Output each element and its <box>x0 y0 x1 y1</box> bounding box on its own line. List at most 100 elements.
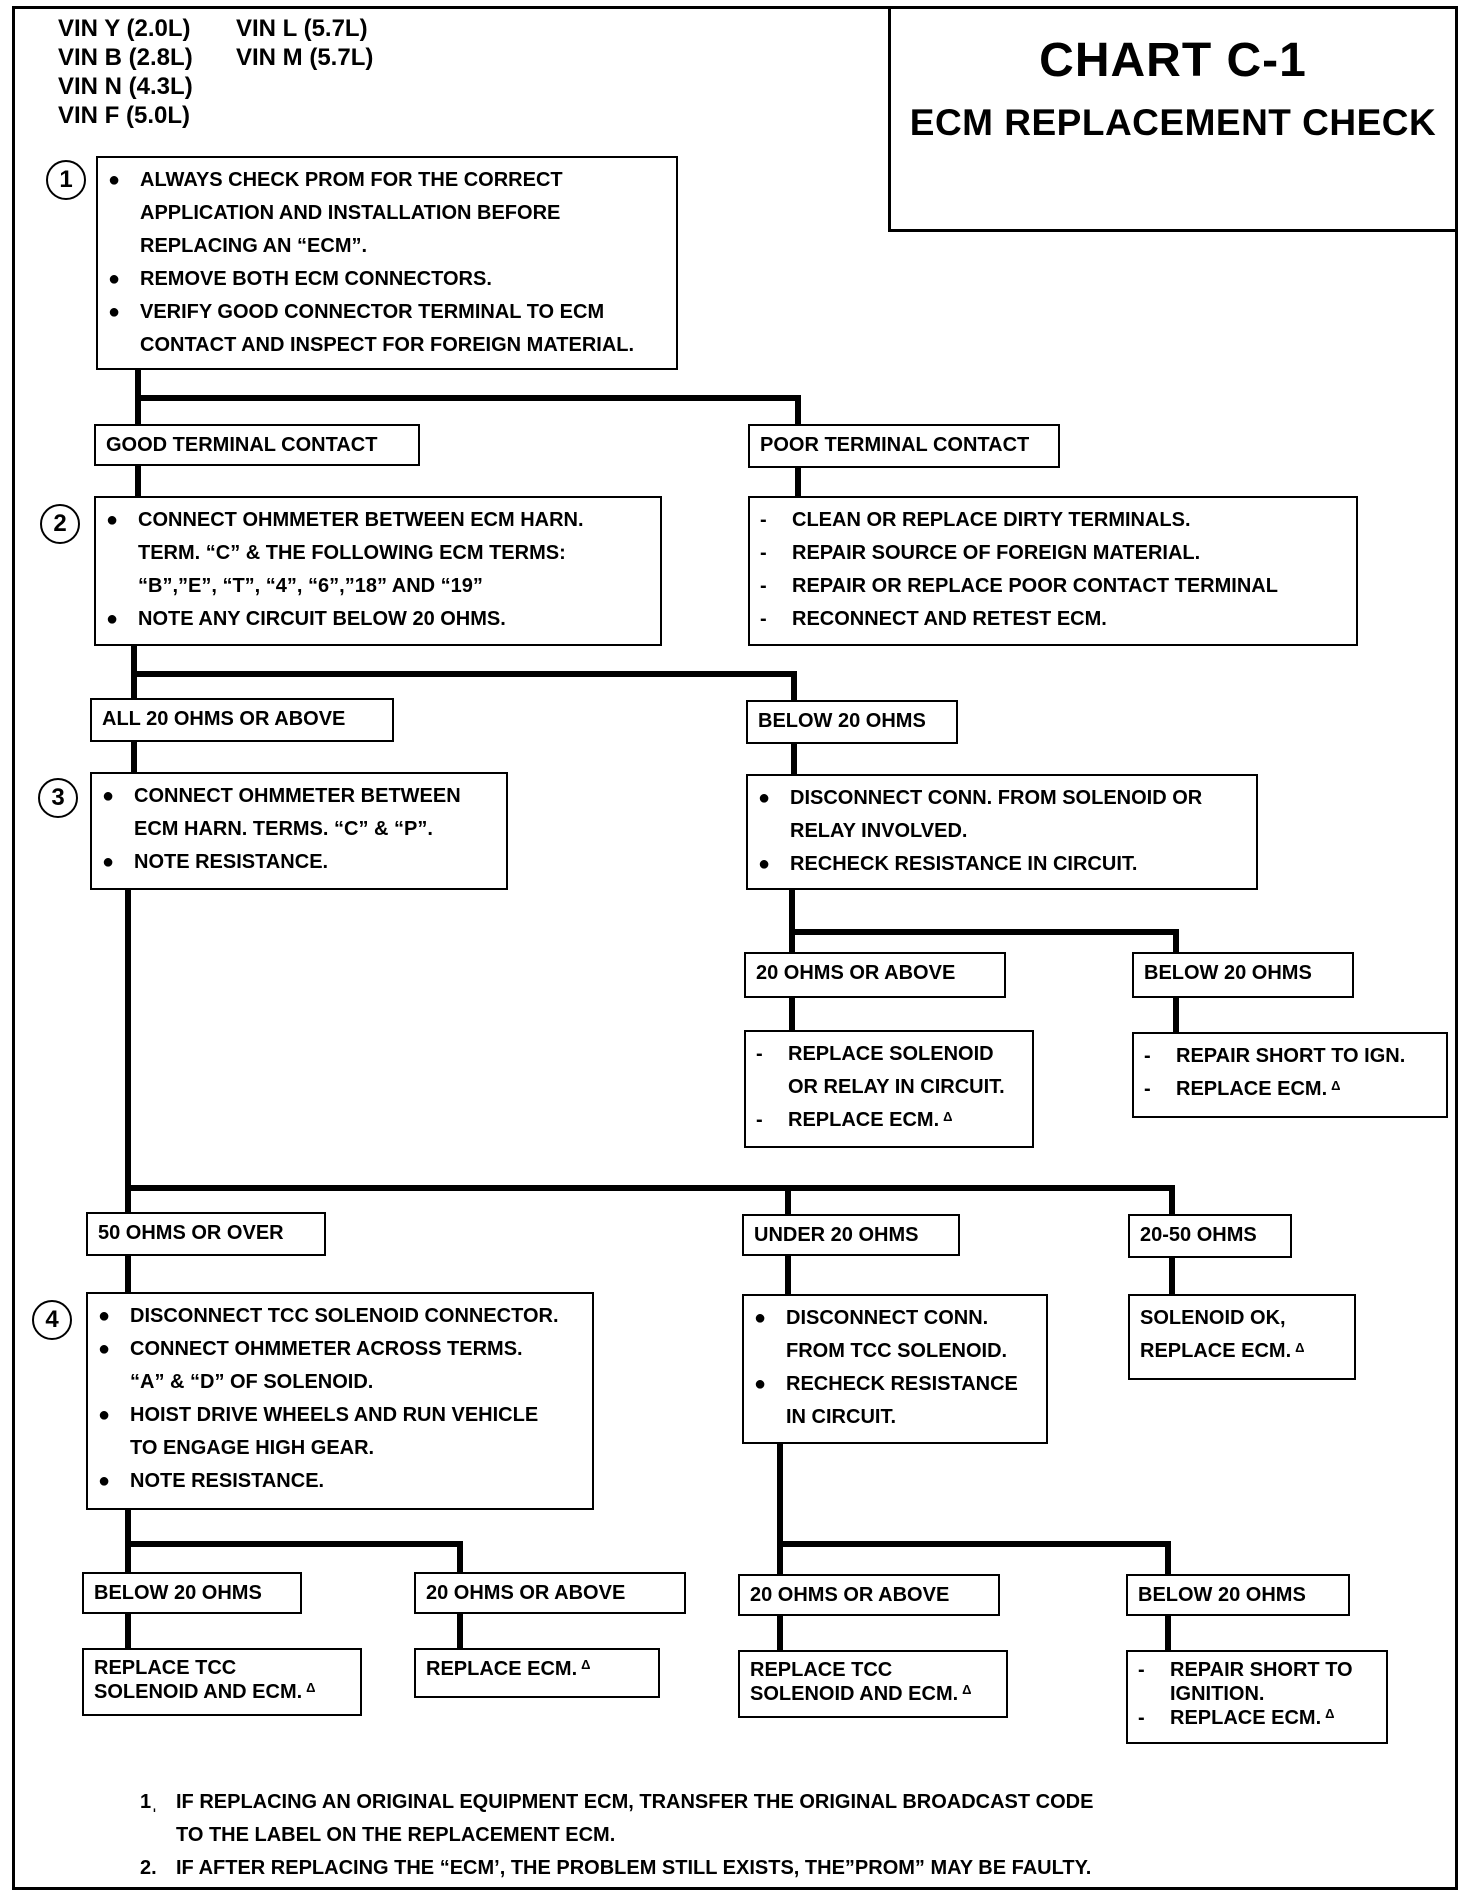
step-marker-4: 4 <box>32 1300 72 1340</box>
relay-item: ●RECHECK RESISTANCE IN CIRCUIT. <box>758 848 1246 881</box>
action-item: -REPLACE ECM.Δ <box>756 1104 1022 1137</box>
step1-instructions-box: ●ALWAYS CHECK PROM FOR THE CORRECT APPLI… <box>96 156 678 370</box>
step-marker-3: 3 <box>38 778 78 818</box>
connector-relay-split <box>789 887 1179 955</box>
disconnect-relay-box: ●DISCONNECT CONN. FROM SOLENOID OR RELAY… <box>746 774 1258 890</box>
step3-item: ●CONNECT OHMMETER BETWEEN <box>102 780 496 813</box>
solenoid-ok-box: SOLENOID OK, REPLACE ECM.Δ <box>1128 1294 1356 1380</box>
chart-subtitle: ECM REPLACEMENT CHECK <box>909 102 1437 143</box>
step3-item: ●NOTE RESISTANCE. <box>102 846 496 879</box>
step2-item: ●CONNECT OHMMETER BETWEEN ECM HARN. <box>106 504 650 537</box>
action-item: -REPLACE SOLENOID <box>756 1043 994 1065</box>
action-item: -CLEAN OR REPLACE DIRTY TERMINALS. <box>760 509 1191 531</box>
step4-instructions-box: ●DISCONNECT TCC SOLENOID CONNECTOR. ●CON… <box>86 1292 594 1510</box>
action-item: -REPLACE ECM.Δ <box>1138 1706 1376 1730</box>
bullet-icon: ● <box>108 169 121 191</box>
tcc-item: FROM TCC SOLENOID. <box>786 1340 1008 1362</box>
footnote-line: IF REPLACING AN ORIGINAL EQUIPMENT ECM, … <box>176 1791 1094 1813</box>
action-line: REPLACE TCC <box>750 1659 893 1681</box>
step4-item: “A” & “D” OF SOLENOID. <box>130 1371 374 1393</box>
repair-short-ignition-box: -REPAIR SHORT TO IGNITION. -REPLACE ECM.… <box>1126 1650 1388 1744</box>
solenoid-ok-line: SOLENOID OK, <box>1140 1307 1286 1329</box>
vin-list-right: VIN L (5.7L) VIN M (5.7L) <box>236 14 373 72</box>
below-20-ohms-label: BELOW 20 OHMS <box>1132 952 1354 998</box>
below-20-ohms-label: BELOW 20 OHMS <box>746 700 958 744</box>
bullet-icon: ● <box>758 787 771 809</box>
below-20-ohms-label: BELOW 20 OHMS <box>1126 1574 1350 1616</box>
replace-tcc-solenoid-box: REPLACE TCC SOLENOID AND ECM.Δ <box>82 1648 362 1716</box>
step1-item: ●VERIFY GOOD CONNECTOR TERMINAL TO ECM <box>108 296 666 329</box>
vin-code: VIN Y (2.0L) <box>58 15 191 42</box>
20-ohms-or-above-label: 20 OHMS OR ABOVE <box>738 1574 1000 1616</box>
step-marker-1: 1 <box>46 160 86 200</box>
relay-item: RELAY INVOLVED. <box>790 820 968 842</box>
step2-item: TERM. “C” & THE FOLLOWING ECM TERMS: <box>138 542 566 564</box>
bullet-icon: ● <box>98 1338 111 1360</box>
bullet-icon: ● <box>98 1305 111 1327</box>
action-item: -REPAIR SHORT TO <box>1138 1659 1353 1681</box>
bullet-icon: ● <box>98 1404 111 1426</box>
step3-instructions-box: ●CONNECT OHMMETER BETWEEN ECM HARN. TERM… <box>90 772 508 890</box>
bullet-icon: ● <box>108 268 121 290</box>
good-terminal-contact-label: GOOD TERMINAL CONTACT <box>94 424 420 466</box>
step3-item: ECM HARN. TERMS. “C” & “P”. <box>134 818 433 840</box>
footnotes: 1ˌ IF REPLACING AN ORIGINAL EQUIPMENT EC… <box>140 1786 1093 1885</box>
vin-list-left: VIN Y (2.0L) VIN B (2.8L) VIN N (4.3L) V… <box>58 14 193 130</box>
connector-step2-split <box>131 643 797 701</box>
step4-item: ●CONNECT OHMMETER ACROSS TERMS. <box>98 1333 582 1366</box>
action-item: -REPAIR OR REPLACE POOR CONTACT TERMINAL <box>760 575 1278 597</box>
delta-icon: Δ <box>306 1680 316 1695</box>
step2-instructions-box: ●CONNECT OHMMETER BETWEEN ECM HARN. TERM… <box>94 496 662 646</box>
tcc-item: ●RECHECK RESISTANCE <box>754 1368 1036 1401</box>
step1-item: ●REMOVE BOTH ECM CONNECTORS. <box>108 263 666 296</box>
action-line: SOLENOID AND ECM.Δ <box>94 1680 316 1703</box>
footnote-1: 1ˌ IF REPLACING AN ORIGINAL EQUIPMENT EC… <box>140 1786 1093 1852</box>
tcc-item: ●DISCONNECT CONN. <box>754 1302 1036 1335</box>
disconnect-tcc-box: ●DISCONNECT CONN. FROM TCC SOLENOID. ●RE… <box>742 1294 1048 1444</box>
50-ohms-or-over-label: 50 OHMS OR OVER <box>86 1212 326 1256</box>
all-20-ohms-above-label: ALL 20 OHMS OR ABOVE <box>90 698 394 742</box>
replace-tcc-solenoid-box: REPLACE TCC SOLENOID AND ECM.Δ <box>738 1650 1008 1718</box>
delta-icon: Δ <box>1325 1706 1335 1721</box>
connector-tcc-split <box>777 1441 1171 1577</box>
vin-code: VIN F (5.0L) <box>58 102 191 129</box>
delta-icon: Δ <box>1295 1340 1305 1355</box>
repair-short-ign-box: -REPAIR SHORT TO IGN. -REPLACE ECM.Δ <box>1132 1032 1448 1118</box>
footnote-line: IF AFTER REPLACING THE “ECM’, THE PROBLE… <box>176 1857 1092 1879</box>
bullet-icon: ● <box>108 301 121 323</box>
vin-code: VIN L (5.7L) <box>236 15 368 42</box>
connector-step1-split <box>135 365 801 427</box>
chart-title-box: CHART C-1 ECM REPLACEMENT CHECK <box>888 6 1458 232</box>
bullet-icon: ● <box>98 1470 111 1492</box>
step4-item: ●NOTE RESISTANCE. <box>98 1465 582 1498</box>
20-ohms-or-above-label: 20 OHMS OR ABOVE <box>744 952 1006 998</box>
action-item: -REPLACE ECM.Δ <box>1144 1073 1436 1106</box>
bullet-icon: ● <box>754 1307 767 1329</box>
tcc-item: IN CIRCUIT. <box>786 1406 896 1428</box>
action-item: IGNITION. <box>1170 1683 1265 1705</box>
action-line: REPLACE TCC <box>94 1657 237 1679</box>
connector-step4-split <box>125 1507 463 1575</box>
below-20-ohms-label: BELOW 20 OHMS <box>82 1572 302 1614</box>
delta-icon: Δ <box>943 1109 953 1124</box>
bullet-icon: ● <box>106 608 119 630</box>
footnote-2: 2. IF AFTER REPLACING THE “ECM’, THE PRO… <box>140 1852 1093 1885</box>
delta-icon: Δ <box>1331 1078 1341 1093</box>
action-line: SOLENOID AND ECM.Δ <box>750 1682 972 1705</box>
solenoid-ok-line: REPLACE ECM.Δ <box>1140 1340 1305 1362</box>
footnote-line: TO THE LABEL ON THE REPLACEMENT ECM. <box>176 1824 616 1846</box>
step1-item: ●ALWAYS CHECK PROM FOR THE CORRECT <box>108 164 666 197</box>
vin-code: VIN B (2.8L) <box>58 44 193 71</box>
step1-item: CONTACT AND INSPECT FOR FOREIGN MATERIAL… <box>140 334 635 356</box>
20-ohms-or-above-label: 20 OHMS OR ABOVE <box>414 1572 686 1614</box>
step1-item: APPLICATION AND INSTALLATION BEFORE <box>140 202 561 224</box>
poor-contact-actions-box: -CLEAN OR REPLACE DIRTY TERMINALS. -REPA… <box>748 496 1358 646</box>
delta-icon: Δ <box>962 1682 972 1697</box>
bullet-icon: ● <box>754 1373 767 1395</box>
step4-item: ●HOIST DRIVE WHEELS AND RUN VEHICLE <box>98 1399 582 1432</box>
replace-solenoid-box: -REPLACE SOLENOID OR RELAY IN CIRCUIT. -… <box>744 1030 1034 1148</box>
step2-item: ●NOTE ANY CIRCUIT BELOW 20 OHMS. <box>106 603 650 636</box>
replace-ecm-box: REPLACE ECM.Δ <box>414 1648 660 1698</box>
vin-code: VIN N (4.3L) <box>58 73 193 100</box>
